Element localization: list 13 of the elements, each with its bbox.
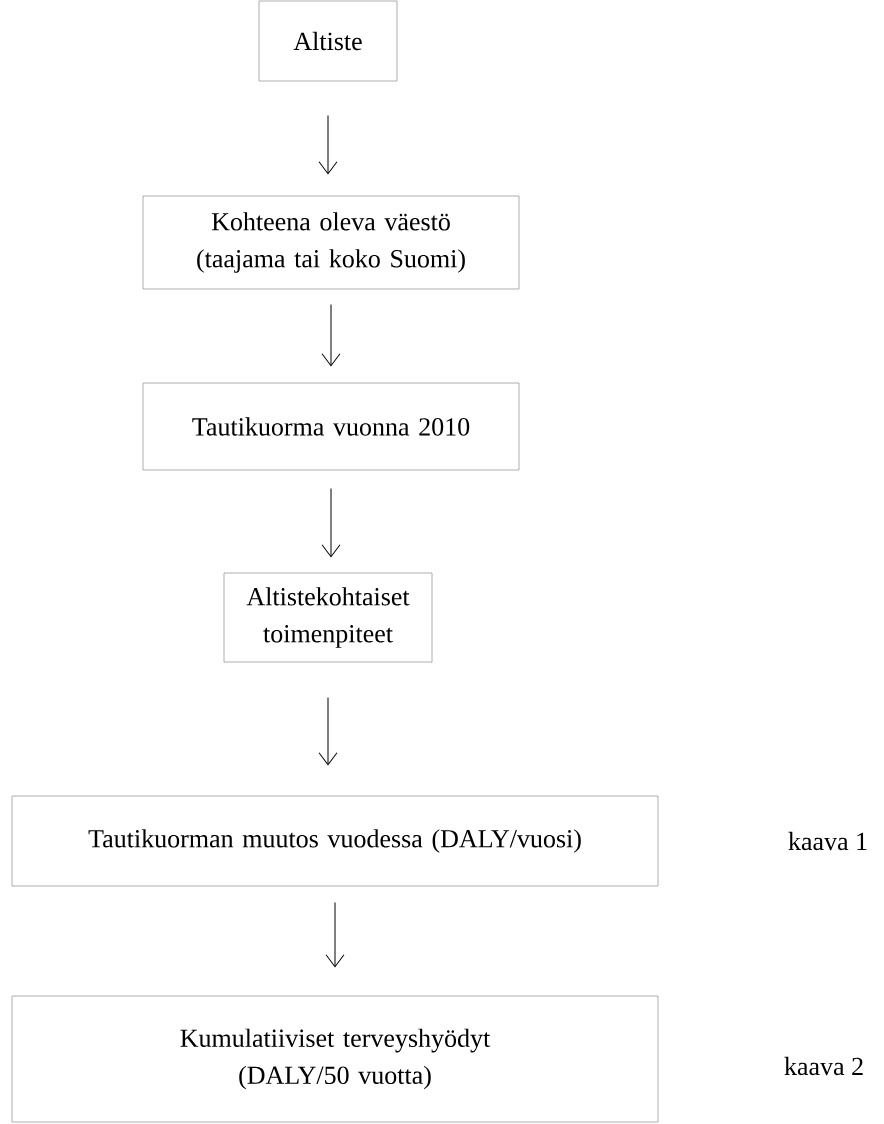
process-box: Altiste [258, 0, 398, 82]
process-box: Tautikuorman muutos vuodessa (DALY/vuosi) [11, 795, 659, 887]
arrow [321, 303, 341, 367]
process-box: Tautikuorma vuonna 2010 [142, 382, 520, 471]
side-label: kaava 2 [784, 1056, 863, 1076]
arrow [321, 487, 341, 558]
side-label: kaava 1 [788, 831, 867, 851]
arrow [318, 696, 338, 766]
process-box: Kumulatiiviset terveyshyödyt (DALY/50 vuotta) [11, 995, 659, 1123]
process-box: Kohteena oleva väestö (taajama tai koko Suomi) [142, 195, 520, 290]
arrow [325, 901, 345, 968]
process-box: Altistekohtaiset toimenpiteet [223, 572, 433, 663]
arrow [318, 114, 338, 175]
